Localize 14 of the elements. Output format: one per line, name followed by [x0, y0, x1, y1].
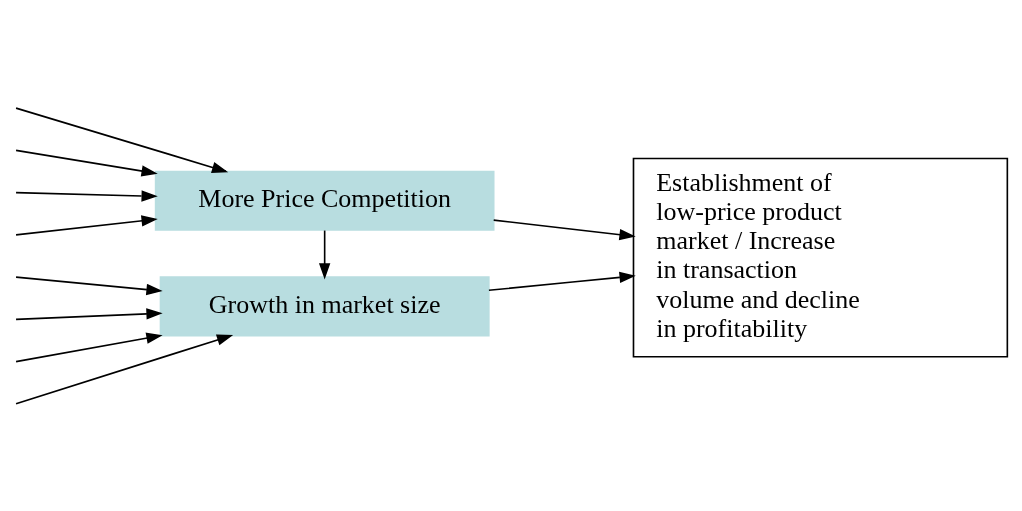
arrow	[318, 229, 331, 280]
arrow	[15, 214, 158, 236]
arrow	[488, 271, 636, 291]
arrow	[15, 149, 158, 177]
arrow	[15, 189, 158, 202]
arrow	[15, 307, 163, 320]
arrow	[15, 333, 234, 405]
arrow	[15, 332, 163, 362]
node-box: Growth in market size	[159, 275, 490, 336]
arrow	[492, 218, 636, 240]
node-box: More Price Competition	[154, 170, 495, 231]
arrow	[15, 106, 229, 173]
arrow	[15, 275, 163, 295]
node-box: Establishment of low-price product market / Increase in transaction volume and decline in profitability	[632, 157, 1009, 358]
